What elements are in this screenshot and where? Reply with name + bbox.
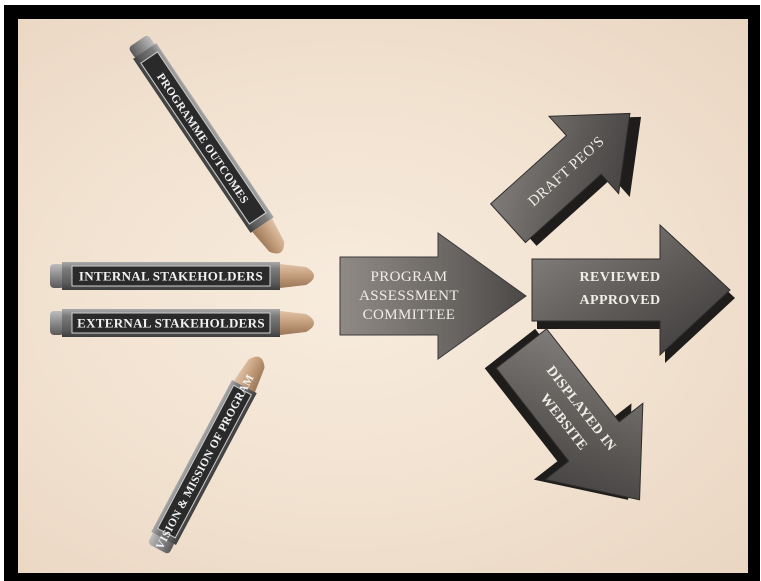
center-arrow-line2: ASSESSMENT bbox=[359, 288, 459, 304]
reviewed-approved-arrow: REVIEWED APPROVED bbox=[531, 223, 735, 363]
reviewed-arrow-shape bbox=[531, 223, 731, 357]
crayon-tip bbox=[280, 264, 314, 288]
crayon-label-programme-outcomes: PROGRAMME OUTCOMES bbox=[154, 71, 250, 206]
draft-peos-arrow: DRAFT PEO'S bbox=[489, 112, 642, 246]
crayon-label-internal-stakeholders: INTERNAL STAKEHOLDERS bbox=[79, 269, 263, 284]
crayon-cap bbox=[148, 532, 174, 554]
crayon-cap bbox=[50, 264, 64, 288]
diagram-frame: PROGRAMME OUTCOMES INTERNAL STAKEHOLDERS… bbox=[4, 5, 760, 581]
crayon-tip bbox=[233, 356, 265, 393]
draft-arrow-shape bbox=[489, 112, 631, 244]
crayon-label-box bbox=[71, 265, 271, 287]
crayon-programme-outcomes: PROGRAMME OUTCOMES bbox=[129, 35, 285, 254]
crayon-vision-mission: VISION & MISSION OF PROGRAM bbox=[148, 356, 265, 554]
crayon-tip bbox=[280, 311, 314, 335]
crayon-label-box bbox=[156, 384, 253, 539]
displayed-arrow-shape bbox=[495, 328, 644, 501]
center-arrow-line1: PROGRAM bbox=[371, 269, 448, 285]
reviewed-arrow-line1: REVIEWED bbox=[580, 270, 661, 285]
crayon-cap bbox=[50, 311, 64, 335]
crayon-cap bbox=[129, 35, 155, 58]
crayon-label-vision-mission: VISION & MISSION OF PROGRAM bbox=[154, 373, 257, 552]
displayed-website-arrow: DISPLAYED IN WEBSITE bbox=[484, 328, 644, 501]
crayon-tip bbox=[252, 218, 285, 254]
center-arrow: PROGRAM ASSESSMENT COMMITTEE bbox=[339, 232, 527, 360]
crayon-label-external-stakeholders: EXTERNAL STAKEHOLDERS bbox=[77, 316, 265, 331]
crayon-label-box bbox=[71, 312, 271, 334]
diagram-canvas: PROGRAMME OUTCOMES INTERNAL STAKEHOLDERS… bbox=[18, 19, 748, 573]
crayon-external-stakeholders: EXTERNAL STAKEHOLDERS bbox=[50, 309, 314, 337]
reviewed-arrow-line2: APPROVED bbox=[580, 293, 661, 308]
center-arrow-shape bbox=[339, 232, 527, 360]
crayon-internal-stakeholders: INTERNAL STAKEHOLDERS bbox=[50, 262, 314, 290]
crayon-label-box bbox=[140, 51, 267, 225]
center-arrow-line3: COMMITTEE bbox=[363, 307, 456, 323]
diagram-svg: PROGRAMME OUTCOMES INTERNAL STAKEHOLDERS… bbox=[50, 35, 735, 554]
